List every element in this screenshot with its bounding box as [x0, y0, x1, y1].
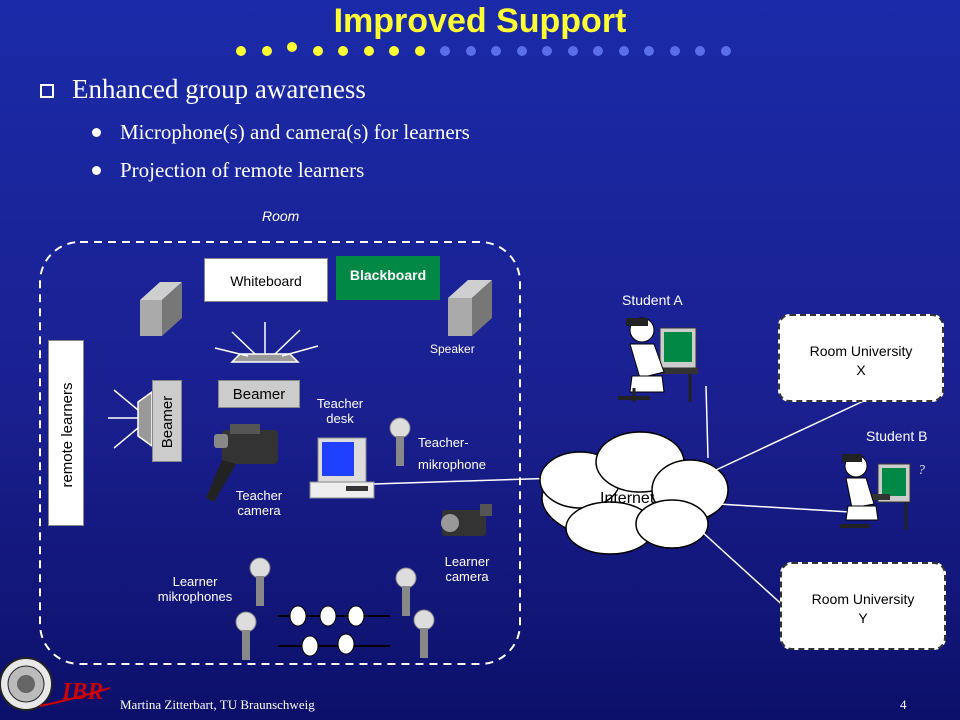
learner-mixer-icon [278, 605, 390, 657]
title-dot [720, 46, 731, 56]
title-dot [236, 46, 246, 56]
title-dot [618, 46, 629, 56]
network-links [699, 385, 871, 611]
title-dot [567, 46, 578, 56]
teacher-camera-icon [206, 424, 278, 502]
footer-author: Martina Zitterbart, TU Braunschweig [120, 697, 315, 712]
title-dot [593, 46, 603, 56]
teacher-microphone-icon [389, 417, 411, 466]
teacher-camera-label: Teacher camera [235, 488, 283, 518]
bullet-dot-icon [92, 166, 101, 175]
beamer-side-label: Beamer [159, 395, 176, 449]
learner-camera-icon [441, 504, 492, 536]
student-a-label: Student A [622, 292, 683, 308]
room-university-y: Room University Y [780, 562, 946, 650]
title-dot [695, 46, 705, 56]
remote-learners-label: remote learners [59, 382, 76, 488]
title-dot [363, 46, 374, 56]
svg-text:IBR: IBR [61, 679, 103, 705]
learner-microphones-icon [235, 557, 435, 660]
student-b-label: Student B [866, 428, 928, 444]
bullet-square-icon [40, 84, 54, 98]
title-dot [312, 46, 323, 56]
page-number: 4 [900, 697, 907, 712]
university-seal-logo [0, 657, 53, 711]
title-dot [261, 46, 272, 56]
title-dot [516, 46, 527, 56]
title-dot [440, 46, 450, 56]
title-dot [338, 46, 348, 56]
teacher-mic-label: Teacher- mikrophone [418, 435, 486, 472]
internet-cloud-icon [539, 431, 729, 555]
teacher-desk-label: Teacher desk [316, 396, 364, 426]
svg-text:?: ? [918, 463, 925, 478]
title-dot [669, 46, 680, 56]
title-dot [414, 46, 425, 56]
student-b-icon: ? [840, 454, 925, 530]
student-a-icon [618, 317, 698, 402]
internet-label: Internet [600, 490, 655, 507]
whiteboard: Whiteboard [204, 258, 328, 302]
beamer-side-rays [108, 389, 153, 449]
title-dot [644, 46, 654, 56]
remote-learners-panel: remote learners [48, 340, 84, 526]
beamer-top-rays [214, 322, 319, 363]
room-university-y-label: Room University Y [811, 591, 915, 626]
ibr-logo: IBR [39, 679, 111, 707]
speaker-label: Speaker [430, 342, 475, 356]
beamer-top: Beamer [218, 380, 300, 408]
title-dot [491, 46, 501, 56]
learner-camera-label: Learner camera [444, 554, 490, 584]
title-dot [465, 46, 476, 56]
title-dot [287, 42, 297, 52]
bullet-sub-2: Projection of remote learners [120, 158, 365, 182]
title-dot [542, 46, 552, 56]
bullet-main: Enhanced group awareness [72, 74, 366, 104]
beamer-side: Beamer [152, 380, 182, 462]
room-university-x-label: Room University X [809, 343, 913, 378]
learner-mics-label: Learner mikrophones [157, 574, 233, 604]
room-label: Room [262, 208, 300, 224]
room-boundary [39, 241, 521, 665]
bullet-dot-icon [92, 128, 101, 137]
title-dot [389, 46, 399, 56]
room-university-x: Room University X [778, 314, 944, 402]
slide-title: Improved Support [333, 2, 627, 40]
bullet-sub-1: Microphone(s) and camera(s) for learners [120, 120, 470, 144]
teacher-desk-computer-icon [309, 437, 561, 499]
blackboard: Blackboard [336, 256, 440, 300]
speaker-left-icon [140, 282, 182, 336]
speaker-right-icon [448, 280, 492, 336]
